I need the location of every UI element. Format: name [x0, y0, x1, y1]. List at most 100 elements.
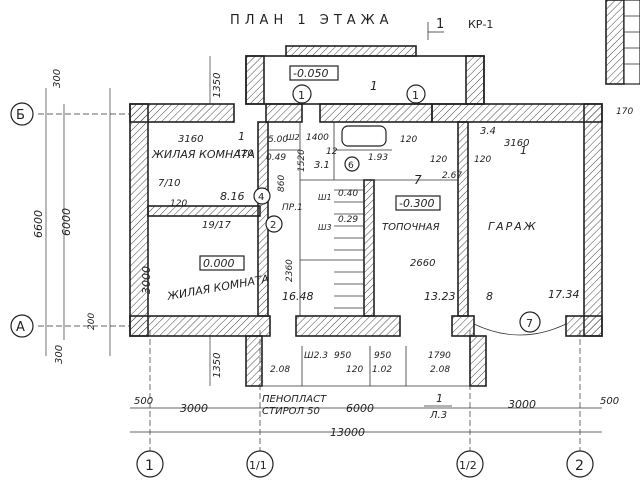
dim-120-a: 120: [236, 149, 253, 159]
room-name-garage: ГАРАЖ: [488, 220, 538, 233]
aux-label-sh23: Ш2.3: [304, 351, 328, 361]
room-area-garage: 17.34: [548, 288, 580, 301]
stair-runs: [334, 189, 364, 309]
note-stirol: СТИРОЛ 50: [262, 406, 320, 417]
dim-1790: 1790: [428, 351, 451, 361]
dim-2360: 2360: [285, 259, 295, 282]
dim-8: 8: [486, 290, 493, 303]
dim-120-f: 120: [346, 365, 363, 375]
dim-120-c: 120: [400, 135, 417, 145]
circle-mark-1b: [406, 84, 426, 104]
dim-19-17: 19/17: [202, 220, 231, 231]
section-marker: [427, 22, 444, 40]
room-number-boiler: 7: [414, 173, 422, 187]
vestibule-number: 1: [370, 79, 378, 93]
dim-5-00: 5.00: [268, 135, 288, 145]
dim-left-6600: 6600: [32, 210, 45, 238]
dim-left-1350-bottom: 1350: [212, 353, 223, 378]
axis-bubble-col-2: [566, 450, 594, 478]
dim-bottom-13000: 13000: [330, 426, 365, 439]
axis-bubble-row-b: [10, 102, 34, 126]
dim-170: 170: [616, 107, 633, 117]
dim-left-1350-top: 1350: [212, 73, 223, 98]
dim-0-40: 0.40: [338, 189, 358, 199]
dim-120-d: 120: [474, 155, 491, 165]
room-number-bedroom-small: 1: [238, 130, 245, 143]
dim-bottom-500-left: 500: [134, 396, 153, 407]
porch-walls: [245, 335, 487, 387]
dim-2660: 2660: [410, 258, 435, 269]
room-name-living: ЖИЛАЯ КОМНАТА: [165, 272, 270, 303]
dim-120-b: 120: [170, 199, 187, 209]
aux-label-sh2: Ш2: [286, 133, 300, 142]
axis-bubble-col-1: [136, 450, 164, 478]
circle-mark-4-label: 4: [258, 192, 264, 203]
dim-3160-right: 3160: [504, 138, 529, 149]
circle-mark-7: [519, 311, 541, 333]
aux-label-pr1: ПР.1: [282, 203, 303, 213]
dim-2-67: 2.67: [442, 171, 462, 181]
dim-left-300-top: 300: [52, 69, 63, 88]
dim-bottom-3000-left: 3000: [180, 402, 208, 415]
section-mark-top: 1: [436, 17, 444, 32]
dim-120-e: 120: [430, 155, 447, 165]
room-number-garage: 1: [520, 144, 527, 157]
axis-bubble-col-1-2: [456, 450, 484, 478]
axis-label-col-1: 1: [145, 458, 154, 474]
room-area-living: 16.48: [282, 290, 314, 303]
entrance-vestibule-walls: [245, 45, 485, 105]
dim-left-6000: 6000: [60, 208, 73, 236]
circle-mark-7-label: 7: [526, 317, 533, 330]
dim-left-300-bottom: 300: [54, 345, 65, 364]
dim-860: 860: [277, 175, 287, 192]
left-dimension-lines: [45, 56, 211, 386]
circle-mark-2-label: 2: [270, 220, 276, 231]
dim-0-49: 0.49: [266, 153, 286, 163]
section-ref-sheet: Л.3: [429, 410, 447, 421]
dim-3-1: 3.1: [314, 160, 330, 171]
living-level-box: [199, 255, 245, 271]
garage-door-swing: [473, 323, 567, 336]
axis-label-row-b: Б: [16, 108, 25, 123]
dim-950-b: 950: [374, 351, 391, 361]
circle-mark-6-label: 6: [348, 161, 354, 171]
dim-12: 12: [326, 147, 338, 157]
axis-bubble-row-a: [10, 314, 34, 338]
aux-label-sh1: Ш1: [318, 193, 332, 202]
boiler-level-box: [395, 195, 441, 211]
dim-bottom-500-right: 500: [600, 396, 619, 407]
dim-2-08-a: 2.08: [270, 365, 290, 375]
dim-bottom-6000: 6000: [346, 402, 374, 415]
entrance-level-box: [289, 65, 339, 81]
dim-3160-left: 3160: [178, 134, 203, 145]
interior-walls: [147, 121, 469, 317]
axis-bubble-col-1-1: [246, 450, 274, 478]
circle-mark-1a: [292, 84, 312, 104]
room-name-bedroom-small: ЖИЛАЯ КОМНАТА: [151, 148, 255, 161]
axis-label-col-2: 2: [575, 458, 584, 474]
room-area-bedroom-small: 8.16: [220, 190, 245, 203]
dim-0-29: 0.29: [338, 215, 358, 225]
dim-bottom-3000-right: 3000: [508, 398, 536, 411]
section-ref-mark: 1: [436, 392, 443, 405]
bottom-dimension-lines: [130, 407, 602, 433]
boiler-level: -0.300: [399, 197, 434, 210]
dim-2-08-b: 2.08: [430, 365, 450, 375]
dim-1520: 1520: [297, 149, 307, 172]
exterior-walls: [129, 103, 603, 337]
dim-left-3000: 3000: [140, 266, 153, 294]
sheet-code: КР-1: [468, 18, 493, 31]
plan-title: ПЛАН 1 ЭТАЖА: [230, 13, 394, 28]
entrance-level: -0.050: [293, 67, 328, 80]
aux-label-sh3: Ш3: [318, 223, 332, 232]
bathtub: [341, 125, 387, 147]
circle-mark-6: [344, 156, 360, 172]
dim-left-200: 200: [87, 313, 97, 330]
room-name-boiler: ТОПОЧНАЯ: [382, 222, 440, 233]
circle-mark-1a-label: 1: [298, 89, 305, 102]
circle-mark-1b-label: 1: [412, 89, 419, 102]
axis-label-col-1-2: 1/2: [459, 459, 477, 472]
circle-mark-2: [265, 215, 283, 233]
dim-3-4: 3.4: [480, 126, 496, 137]
